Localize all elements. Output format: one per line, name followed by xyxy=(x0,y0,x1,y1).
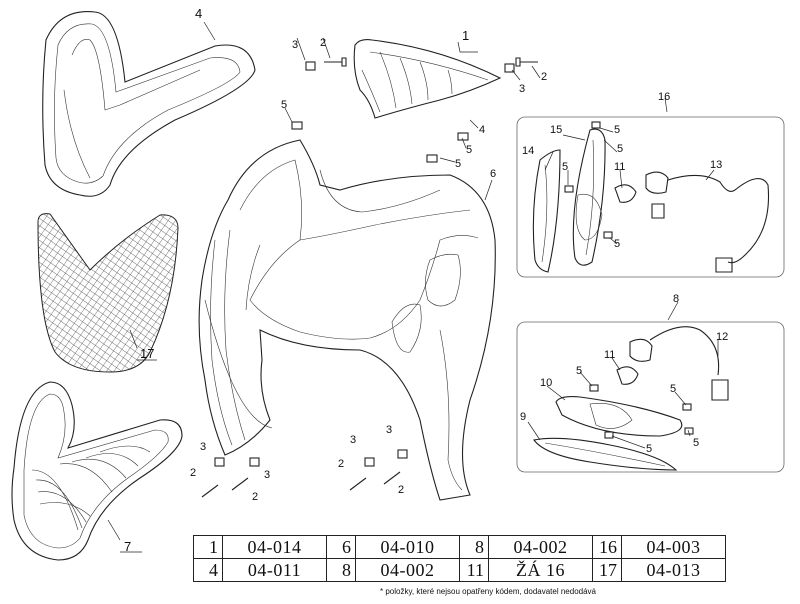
callout-3: 3 xyxy=(264,469,270,481)
part-code: 04-003 xyxy=(621,535,726,559)
callout-3: 3 xyxy=(200,441,206,453)
callout-17: 17 xyxy=(140,346,154,361)
part-code: ŽÁ 16 xyxy=(488,558,593,582)
footnote: * položky, které nejsou opatřeny kódem, … xyxy=(380,587,596,596)
part-12-wiring-lower xyxy=(649,326,729,401)
callout-11: 11 xyxy=(604,349,615,361)
part-15-housing-upper xyxy=(572,128,606,266)
callout-5: 5 xyxy=(455,158,461,170)
part-10-housing-lower xyxy=(555,396,683,437)
part-code: 04-010 xyxy=(355,535,460,559)
callout-7: 7 xyxy=(124,539,131,554)
part-number: 1 xyxy=(193,535,223,559)
part-number: 8 xyxy=(326,558,356,582)
part-11-bulb-lower xyxy=(616,366,639,385)
callout-2: 2 xyxy=(320,37,326,49)
callout-2: 2 xyxy=(190,467,196,479)
part-code: 04-011 xyxy=(222,558,327,582)
callout-12: 12 xyxy=(716,331,728,343)
callout-1: 1 xyxy=(462,28,469,43)
callout-2: 2 xyxy=(252,491,258,503)
part-11-bulb-upper xyxy=(614,184,637,203)
callout-9: 9 xyxy=(520,411,526,423)
callout-4: 4 xyxy=(479,124,485,136)
part-number: 8 xyxy=(459,535,489,559)
group-8-box xyxy=(516,321,785,473)
callout-5: 5 xyxy=(646,443,652,455)
callout-5: 5 xyxy=(614,124,620,136)
part-number: 4 xyxy=(193,558,223,582)
table-row: 4 04-011 8 04-002 11 ŽÁ 16 17 04-013 xyxy=(193,558,726,582)
callout-5: 5 xyxy=(614,238,620,250)
callout-2: 2 xyxy=(338,458,344,470)
part-9-lens-lower xyxy=(533,437,678,471)
part-number: 16 xyxy=(592,535,622,559)
part-17-mesh-grille xyxy=(37,213,179,373)
part-4-upper-cover xyxy=(42,11,256,197)
part-1-top-insert xyxy=(353,39,502,119)
callout-2: 2 xyxy=(398,484,404,496)
callout-15: 15 xyxy=(550,124,562,136)
callout-14: 14 xyxy=(522,145,534,157)
callout-3: 3 xyxy=(350,434,356,446)
callout-2: 2 xyxy=(541,71,547,83)
parts-code-table: 1 04-014 6 04-010 8 04-002 16 04-003 4 0… xyxy=(193,535,726,582)
callout-5: 5 xyxy=(466,144,472,156)
group-16-box xyxy=(516,116,785,278)
part-code: 04-002 xyxy=(488,535,593,559)
callout-5: 5 xyxy=(281,99,287,111)
part-code: 04-002 xyxy=(355,558,460,582)
callout-3: 3 xyxy=(519,83,525,95)
callout-16: 16 xyxy=(658,91,670,103)
callout-8: 8 xyxy=(673,293,679,305)
part-code: 04-013 xyxy=(621,558,726,582)
callout-4: 4 xyxy=(195,6,202,21)
callout-3: 3 xyxy=(292,39,298,51)
part-6-front-shield xyxy=(198,139,496,501)
part-number: 6 xyxy=(326,535,356,559)
callout-5: 5 xyxy=(576,365,582,377)
leader-lines xyxy=(107,21,719,553)
callout-5: 5 xyxy=(693,437,699,449)
socket-lower xyxy=(629,338,653,362)
callout-10: 10 xyxy=(540,377,552,389)
callout-5: 5 xyxy=(562,161,568,173)
part-13-wiring-upper xyxy=(667,174,770,273)
table-row: 1 04-014 6 04-010 8 04-002 16 04-003 xyxy=(193,535,726,559)
part-7-lower-cover xyxy=(11,381,183,561)
callout-13: 13 xyxy=(710,159,722,171)
callout-3: 3 xyxy=(386,424,392,436)
callout-6: 6 xyxy=(490,168,496,180)
part-code: 04-014 xyxy=(222,535,327,559)
part-number: 11 xyxy=(459,558,489,582)
part-number: 17 xyxy=(592,558,622,582)
callout-5: 5 xyxy=(617,143,623,155)
callout-5: 5 xyxy=(670,383,676,395)
part-14-lens-upper xyxy=(532,149,561,273)
socket-upper xyxy=(645,171,669,219)
callout-11: 11 xyxy=(614,161,625,173)
